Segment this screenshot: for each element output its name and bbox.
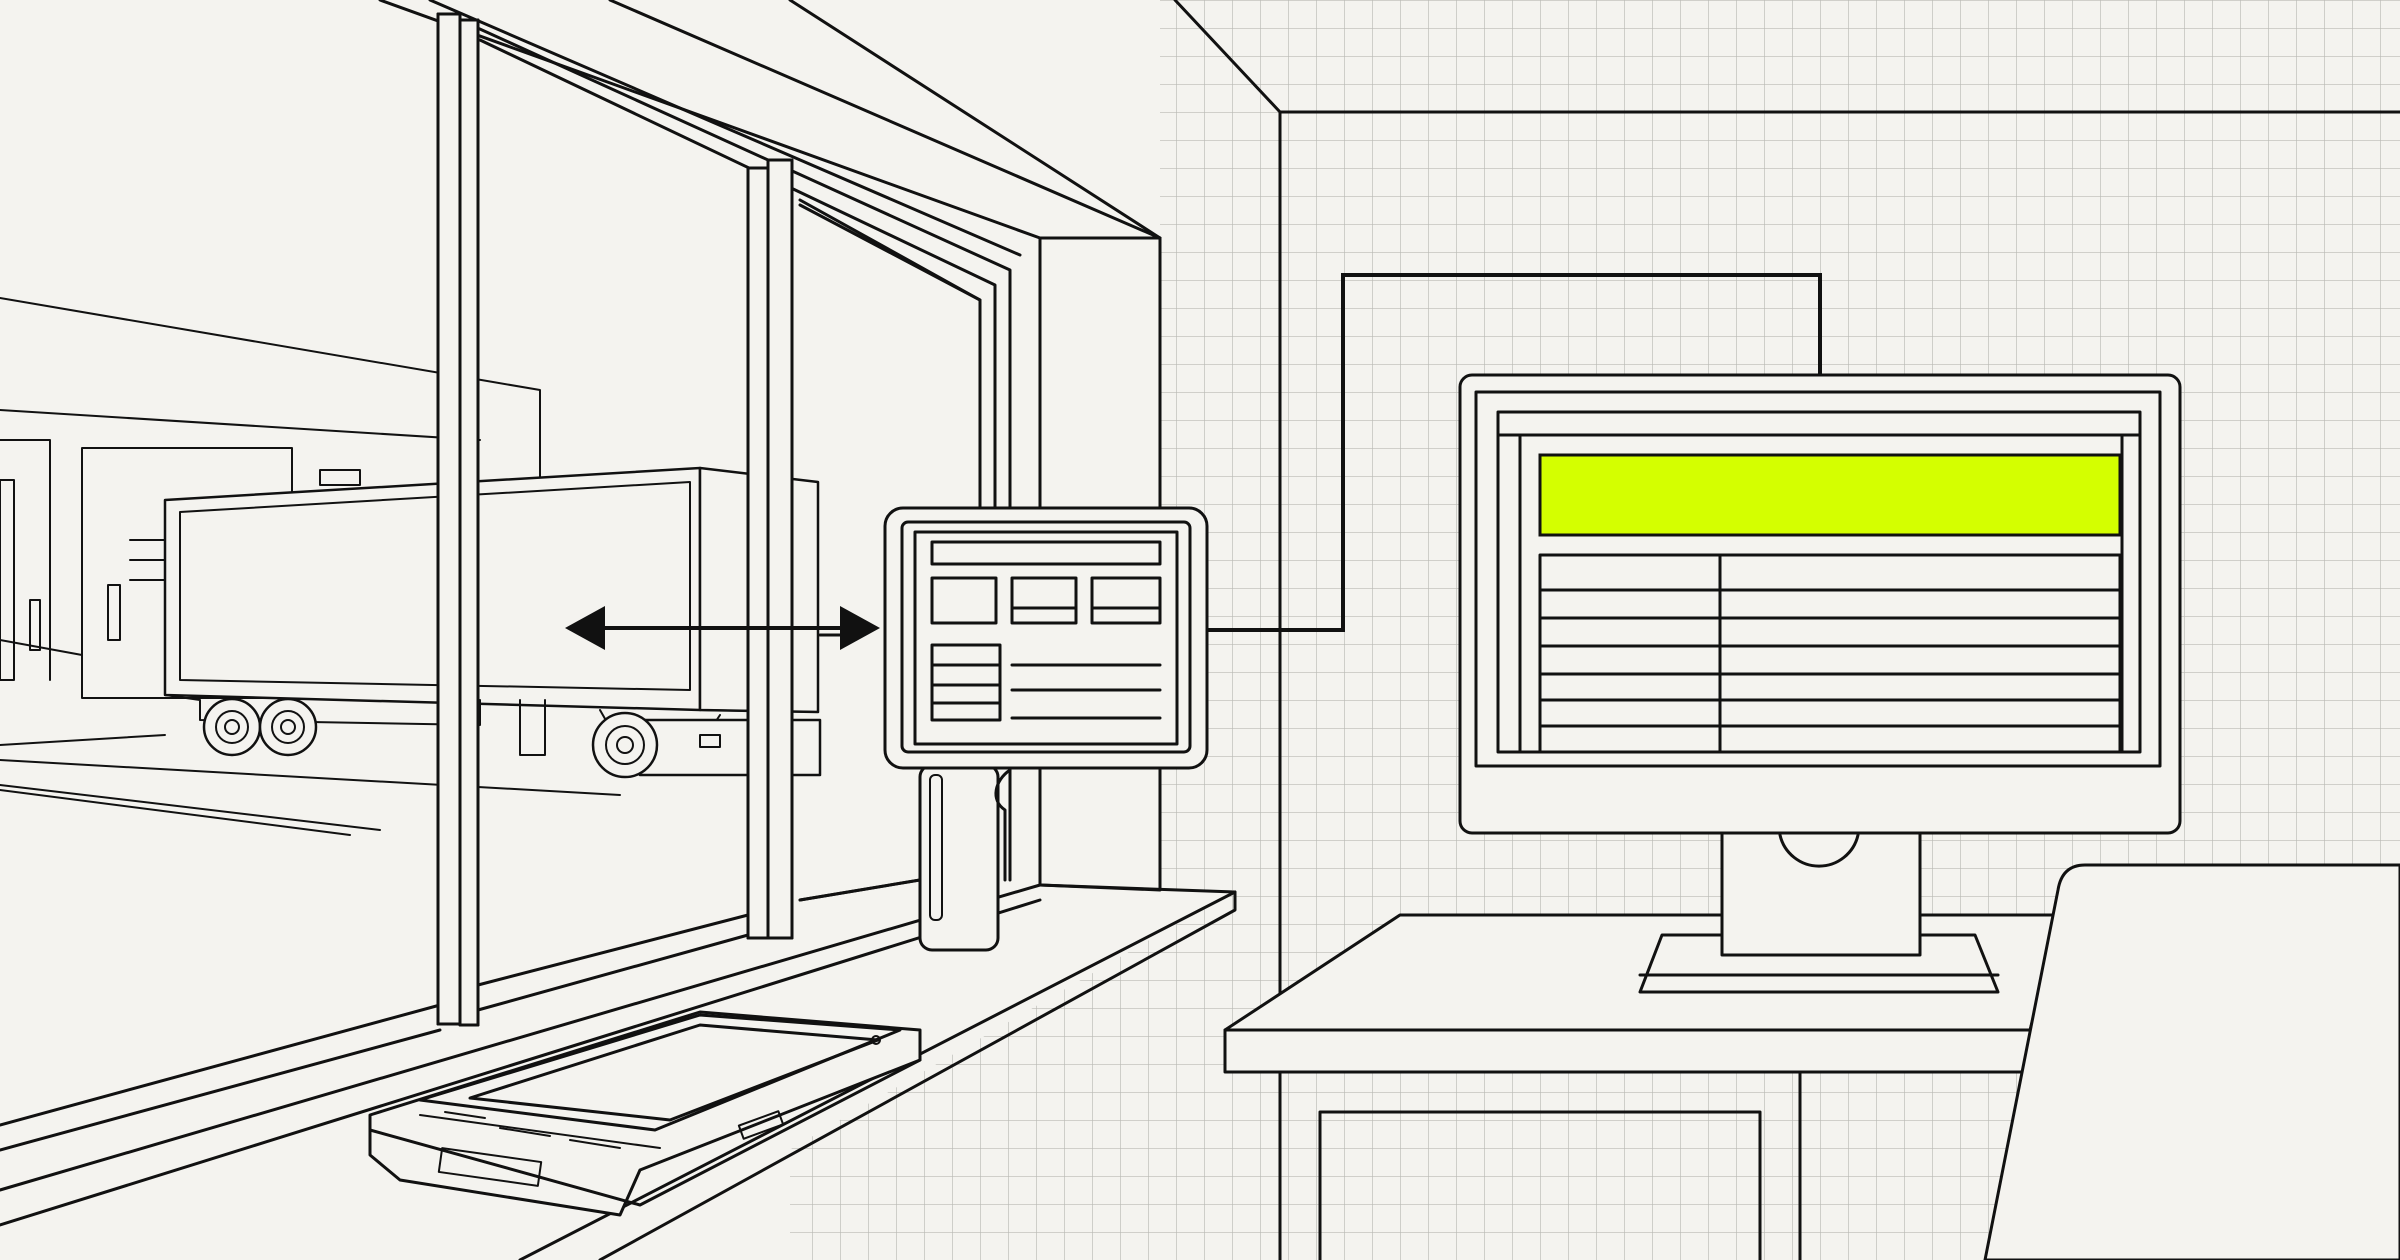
- desktop-monitor: [1458, 373, 2182, 994]
- chair: [1983, 863, 2400, 1260]
- highlighted-record-bar: [1538, 453, 2122, 537]
- data-connector: [1207, 273, 1822, 632]
- window-mullions: [436, 12, 982, 1027]
- double-arrow-icon: [565, 606, 880, 650]
- tablet-device: [368, 1010, 922, 1217]
- mounted-scanner-terminal: [883, 506, 1209, 952]
- outdoor-scene: [0, 297, 822, 836]
